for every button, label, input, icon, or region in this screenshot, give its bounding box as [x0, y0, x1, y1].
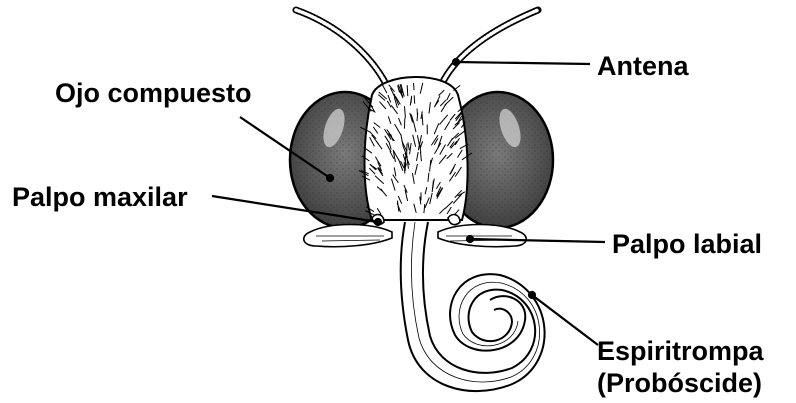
- hairy-head: [359, 77, 472, 220]
- head-hair: [411, 96, 412, 103]
- proboscis: [401, 222, 545, 391]
- labial-palp-right: [438, 225, 526, 247]
- label-ojo-compuesto: Ojo compuesto: [55, 80, 252, 107]
- leader-antena: [456, 62, 590, 64]
- labial-palp-left: [304, 225, 392, 247]
- label-proboscide: (Probóscide): [597, 370, 762, 397]
- head-hair: [417, 113, 418, 121]
- head-hair: [407, 85, 408, 96]
- label-palpo-labial: Palpo labial: [612, 231, 762, 258]
- label-antena: Antena: [597, 53, 689, 80]
- antenna-left: [296, 10, 388, 88]
- head-hair: [404, 118, 405, 129]
- label-palpo-maxilar: Palpo maxilar: [12, 184, 188, 211]
- head-hair: [414, 95, 415, 103]
- label-espiritrompa: Espiritrompa: [597, 338, 764, 365]
- antenna-right: [440, 10, 538, 88]
- leader-espiritrompa: [532, 295, 598, 345]
